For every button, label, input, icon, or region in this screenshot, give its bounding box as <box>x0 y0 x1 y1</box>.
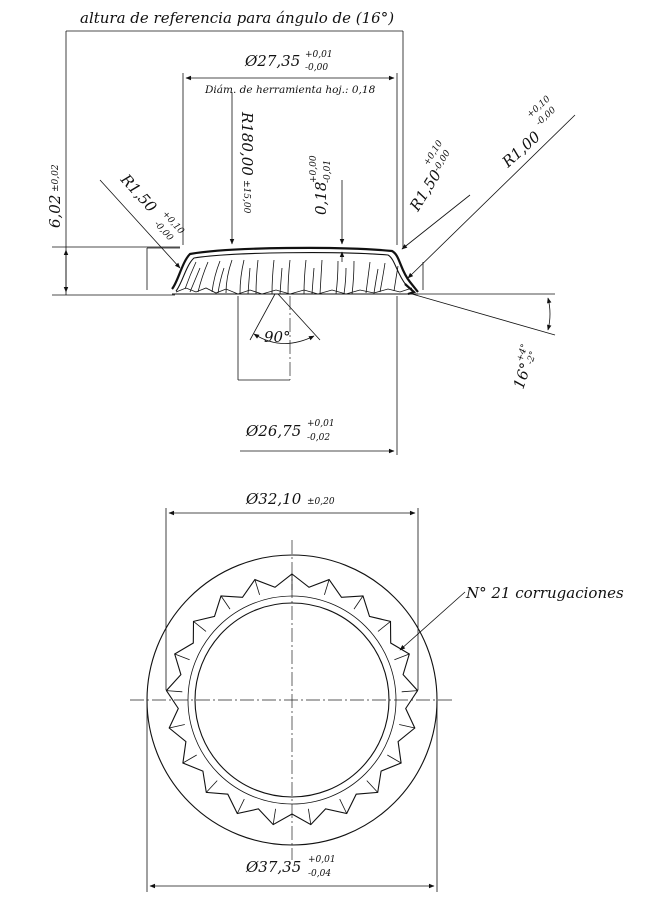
corrugation-fold <box>399 724 415 729</box>
dim-r180: R180,00 ±15,00 <box>229 92 256 245</box>
svg-text:-0,02: -0,02 <box>307 433 330 443</box>
corrugation-outline <box>165 573 419 826</box>
dim-top-diameter: Ø27,35 +0,01 -0,00 <box>182 50 398 245</box>
corrugations-callout: N° 21 corrugaciones <box>399 584 624 651</box>
side-view: altura de referencia para ángulo de (16°… <box>46 9 576 455</box>
corrugation-fold <box>206 780 218 793</box>
corrugation-fold <box>353 595 364 610</box>
tool-diameter-note: Diám. de herramienta hoj.: 0,18 <box>204 84 376 96</box>
dim-r150-right: R1,50 +0,10 -0,00 <box>401 139 471 250</box>
corrugation-fold <box>182 754 197 764</box>
svg-text:+0,01: +0,01 <box>307 419 335 429</box>
svg-text:-0,00: -0,00 <box>305 63 328 73</box>
corrugation-fold <box>174 653 190 661</box>
dim-outer-diameter: Ø32,10 ±0,20 <box>165 490 419 690</box>
corrugation-fold <box>387 754 402 764</box>
svg-text:+0,01: +0,01 <box>308 855 336 865</box>
svg-text:6,02: 6,02 <box>46 195 64 228</box>
corrugation-fold <box>193 621 207 632</box>
svg-text:±0,02: ±0,02 <box>51 164 61 192</box>
svg-text:+0,00: +0,00 <box>309 155 319 183</box>
dim-angle-90: 90° <box>237 293 321 381</box>
svg-text:90°: 90° <box>264 328 291 346</box>
svg-text:±15,00: ±15,00 <box>241 180 251 214</box>
svg-text:N° 21 corrugaciones: N° 21 corrugaciones <box>465 584 624 602</box>
corrugation-fold <box>169 724 185 729</box>
svg-text:±0,20: ±0,20 <box>307 497 335 507</box>
svg-text:R1,50: R1,50 <box>116 170 160 216</box>
svg-text:-0,04: -0,04 <box>308 869 331 879</box>
svg-text:R180,00: R180,00 <box>238 111 256 176</box>
dim-thickness: 0,18 +0,00 -0,01 <box>309 155 345 262</box>
corrugation-fold <box>377 621 391 632</box>
svg-text:-0,01: -0,01 <box>323 160 333 183</box>
dim-bottom-diameter: Ø26,75 +0,01 -0,02 <box>240 296 398 455</box>
svg-text:R1,00: R1,00 <box>498 127 544 171</box>
corrugation-fold <box>220 595 231 610</box>
corrugation-fold <box>254 579 260 596</box>
svg-text:Ø32,10: Ø32,10 <box>245 490 302 508</box>
corrugation-fold <box>308 808 312 825</box>
plan-view: Ø32,10 ±0,20 N° 21 corrugaciones Ø37,35 … <box>130 490 624 892</box>
corrugation-fold <box>339 798 348 814</box>
svg-text:Ø27,35: Ø27,35 <box>244 52 300 70</box>
corrugation-fold <box>166 690 183 693</box>
panel-edge-circle <box>187 595 397 805</box>
corrugation-fold <box>366 780 378 793</box>
crown-cap-profile <box>146 246 424 296</box>
svg-text:Ø37,35: Ø37,35 <box>245 858 301 876</box>
svg-text:+0,01: +0,01 <box>305 50 333 60</box>
dim-r150-left: R1,50 +0,10 -0,00 <box>99 170 186 269</box>
dim-flat-diameter: Ø37,35 +0,01 -0,04 <box>146 700 438 892</box>
corrugation-fold <box>394 653 410 661</box>
dim-height: 6,02 ±0,02 <box>46 164 180 296</box>
corrugation-folds <box>166 574 418 825</box>
inner-panel-circle <box>194 602 390 798</box>
corrugation-fold <box>401 690 418 693</box>
dim-angle-16: 16° +4° -2° <box>411 293 556 391</box>
corrugation-fold <box>272 808 276 825</box>
reference-height-title: altura de referencia para ángulo de (16°… <box>80 9 394 27</box>
svg-text:Ø26,75: Ø26,75 <box>245 422 301 440</box>
svg-text:-2°: -2° <box>525 350 539 366</box>
corrugation-fold <box>236 798 245 814</box>
svg-text:0,18: 0,18 <box>312 182 330 215</box>
corrugation-fold <box>324 579 330 596</box>
